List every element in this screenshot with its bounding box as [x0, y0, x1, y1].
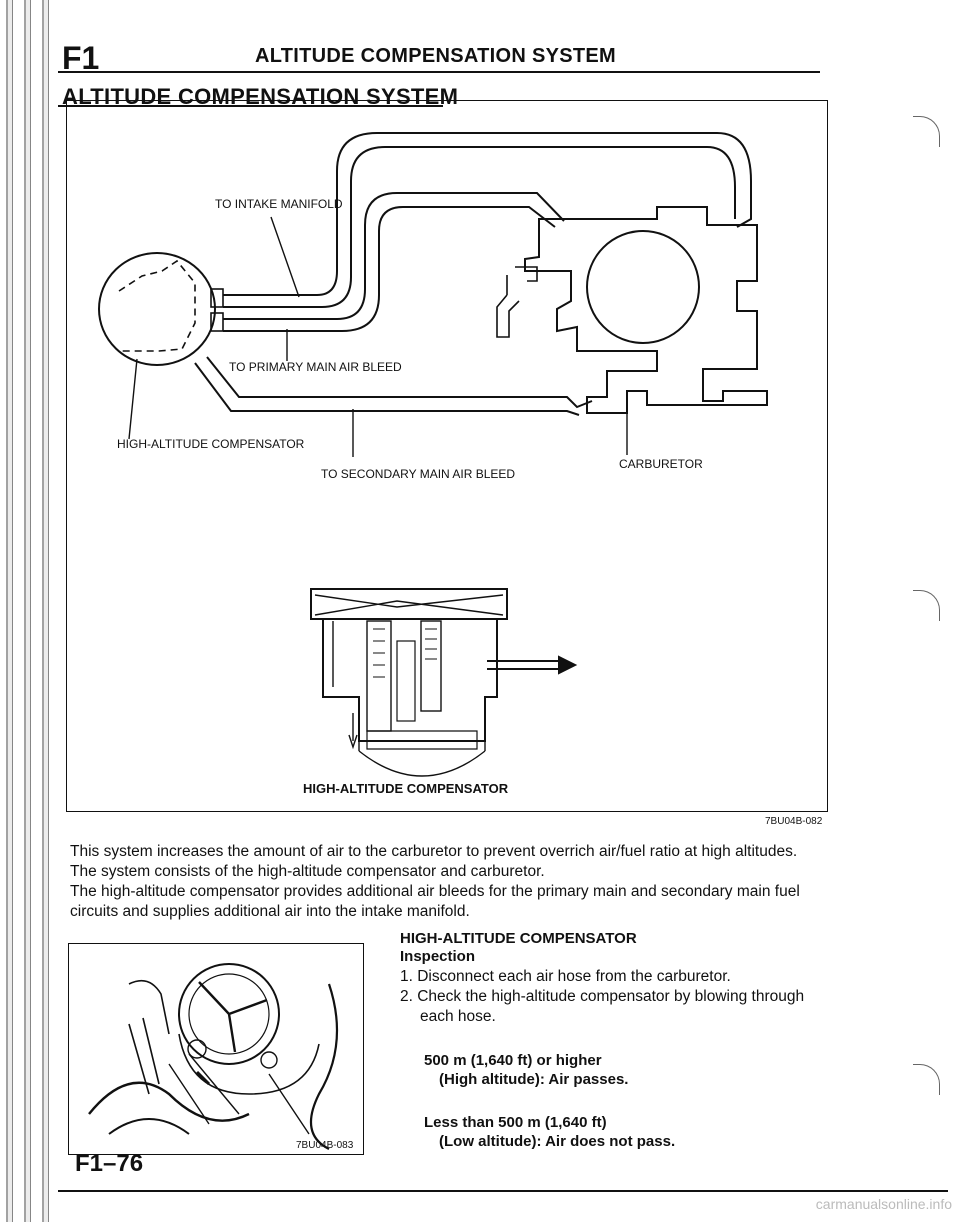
page-number: F1–76	[75, 1150, 144, 1177]
spec-line: (Low altitude): Air does not pass.	[439, 1133, 676, 1150]
hose-secondary-outer	[206, 356, 593, 409]
carburetor-bore	[586, 230, 700, 344]
spec-line: (High altitude): Air passes.	[439, 1071, 629, 1088]
inspection-procedure: HIGH-ALTITUDE COMPENSATOR Inspection 1. …	[400, 930, 830, 1151]
description-line: The system consists of the high-altitude…	[70, 863, 545, 880]
compensator-body	[98, 252, 216, 366]
section-title: ALTITUDE COMPENSATION SYSTEM	[62, 84, 459, 109]
carburetor-outline	[524, 206, 768, 414]
label-secondary-air-bleed: TO SECONDARY MAIN AIR BLEED	[321, 467, 516, 481]
compensator-inner-dashed	[118, 259, 196, 352]
spec-low-altitude: Less than 500 m (1,640 ft) (Low altitude…	[424, 1113, 830, 1151]
system-diagram-figure: TO INTAKE MANIFOLD TO PRIMARY MAIN AIR B…	[66, 100, 828, 812]
figure2-code: 7BU04B-083	[296, 1140, 354, 1151]
hose-secondary-inner	[194, 362, 580, 416]
label-compensator-detail: HIGH-ALTITUDE COMPENSATOR	[303, 781, 509, 796]
page-header-title: ALTITUDE COMPENSATION SYSTEM	[255, 45, 616, 67]
description-line: The high-altitude compensator provides a…	[70, 883, 800, 920]
section-code: F1	[62, 40, 100, 76]
margin-mark	[913, 116, 940, 147]
figure1-code: 7BU04B-082	[765, 816, 823, 827]
procedure-subheading: Inspection	[400, 948, 476, 965]
hose-primary-inner	[223, 206, 556, 332]
description-line: This system increases the amount of air …	[70, 843, 798, 860]
section-title-rule	[58, 105, 443, 107]
description-paragraph: This system increases the amount of air …	[70, 842, 830, 922]
label-compensator: HIGH-ALTITUDE COMPENSATOR	[117, 437, 305, 451]
header-rule	[58, 71, 820, 73]
spec-high-altitude: 500 m (1,640 ft) or higher (High altitud…	[424, 1051, 830, 1089]
label-primary-air-bleed: TO PRIMARY MAIN AIR BLEED	[229, 360, 402, 374]
margin-mark	[913, 1064, 940, 1095]
hose-intake-inner	[223, 146, 736, 308]
compensator-cutaway	[310, 588, 578, 777]
margin-mark	[913, 590, 940, 621]
carburetor-photo	[88, 963, 339, 1150]
carburetor-photo-figure	[68, 943, 364, 1155]
spec-line: Less than 500 m (1,640 ft)	[424, 1114, 607, 1131]
label-intake-manifold: TO INTAKE MANIFOLD	[215, 197, 343, 211]
hose-primary-outer	[223, 192, 565, 320]
hose-intake-outer	[223, 132, 752, 296]
binding-edge	[0, 0, 58, 1222]
procedure-heading: HIGH-ALTITUDE COMPENSATOR	[400, 930, 637, 947]
label-carburetor: CARBURETOR	[619, 457, 703, 471]
procedure-steps: 1. Disconnect each air hose from the car…	[400, 967, 830, 1027]
footer-rule	[58, 1190, 948, 1192]
watermark: carmanualsonline.info	[815, 1196, 952, 1212]
spec-line: 500 m (1,640 ft) or higher	[424, 1052, 602, 1069]
procedure-step: 1. Disconnect each air hose from the car…	[400, 968, 731, 985]
system-diagram	[98, 132, 768, 777]
procedure-step: 2. Check the high-altitude compensator b…	[400, 988, 805, 1025]
